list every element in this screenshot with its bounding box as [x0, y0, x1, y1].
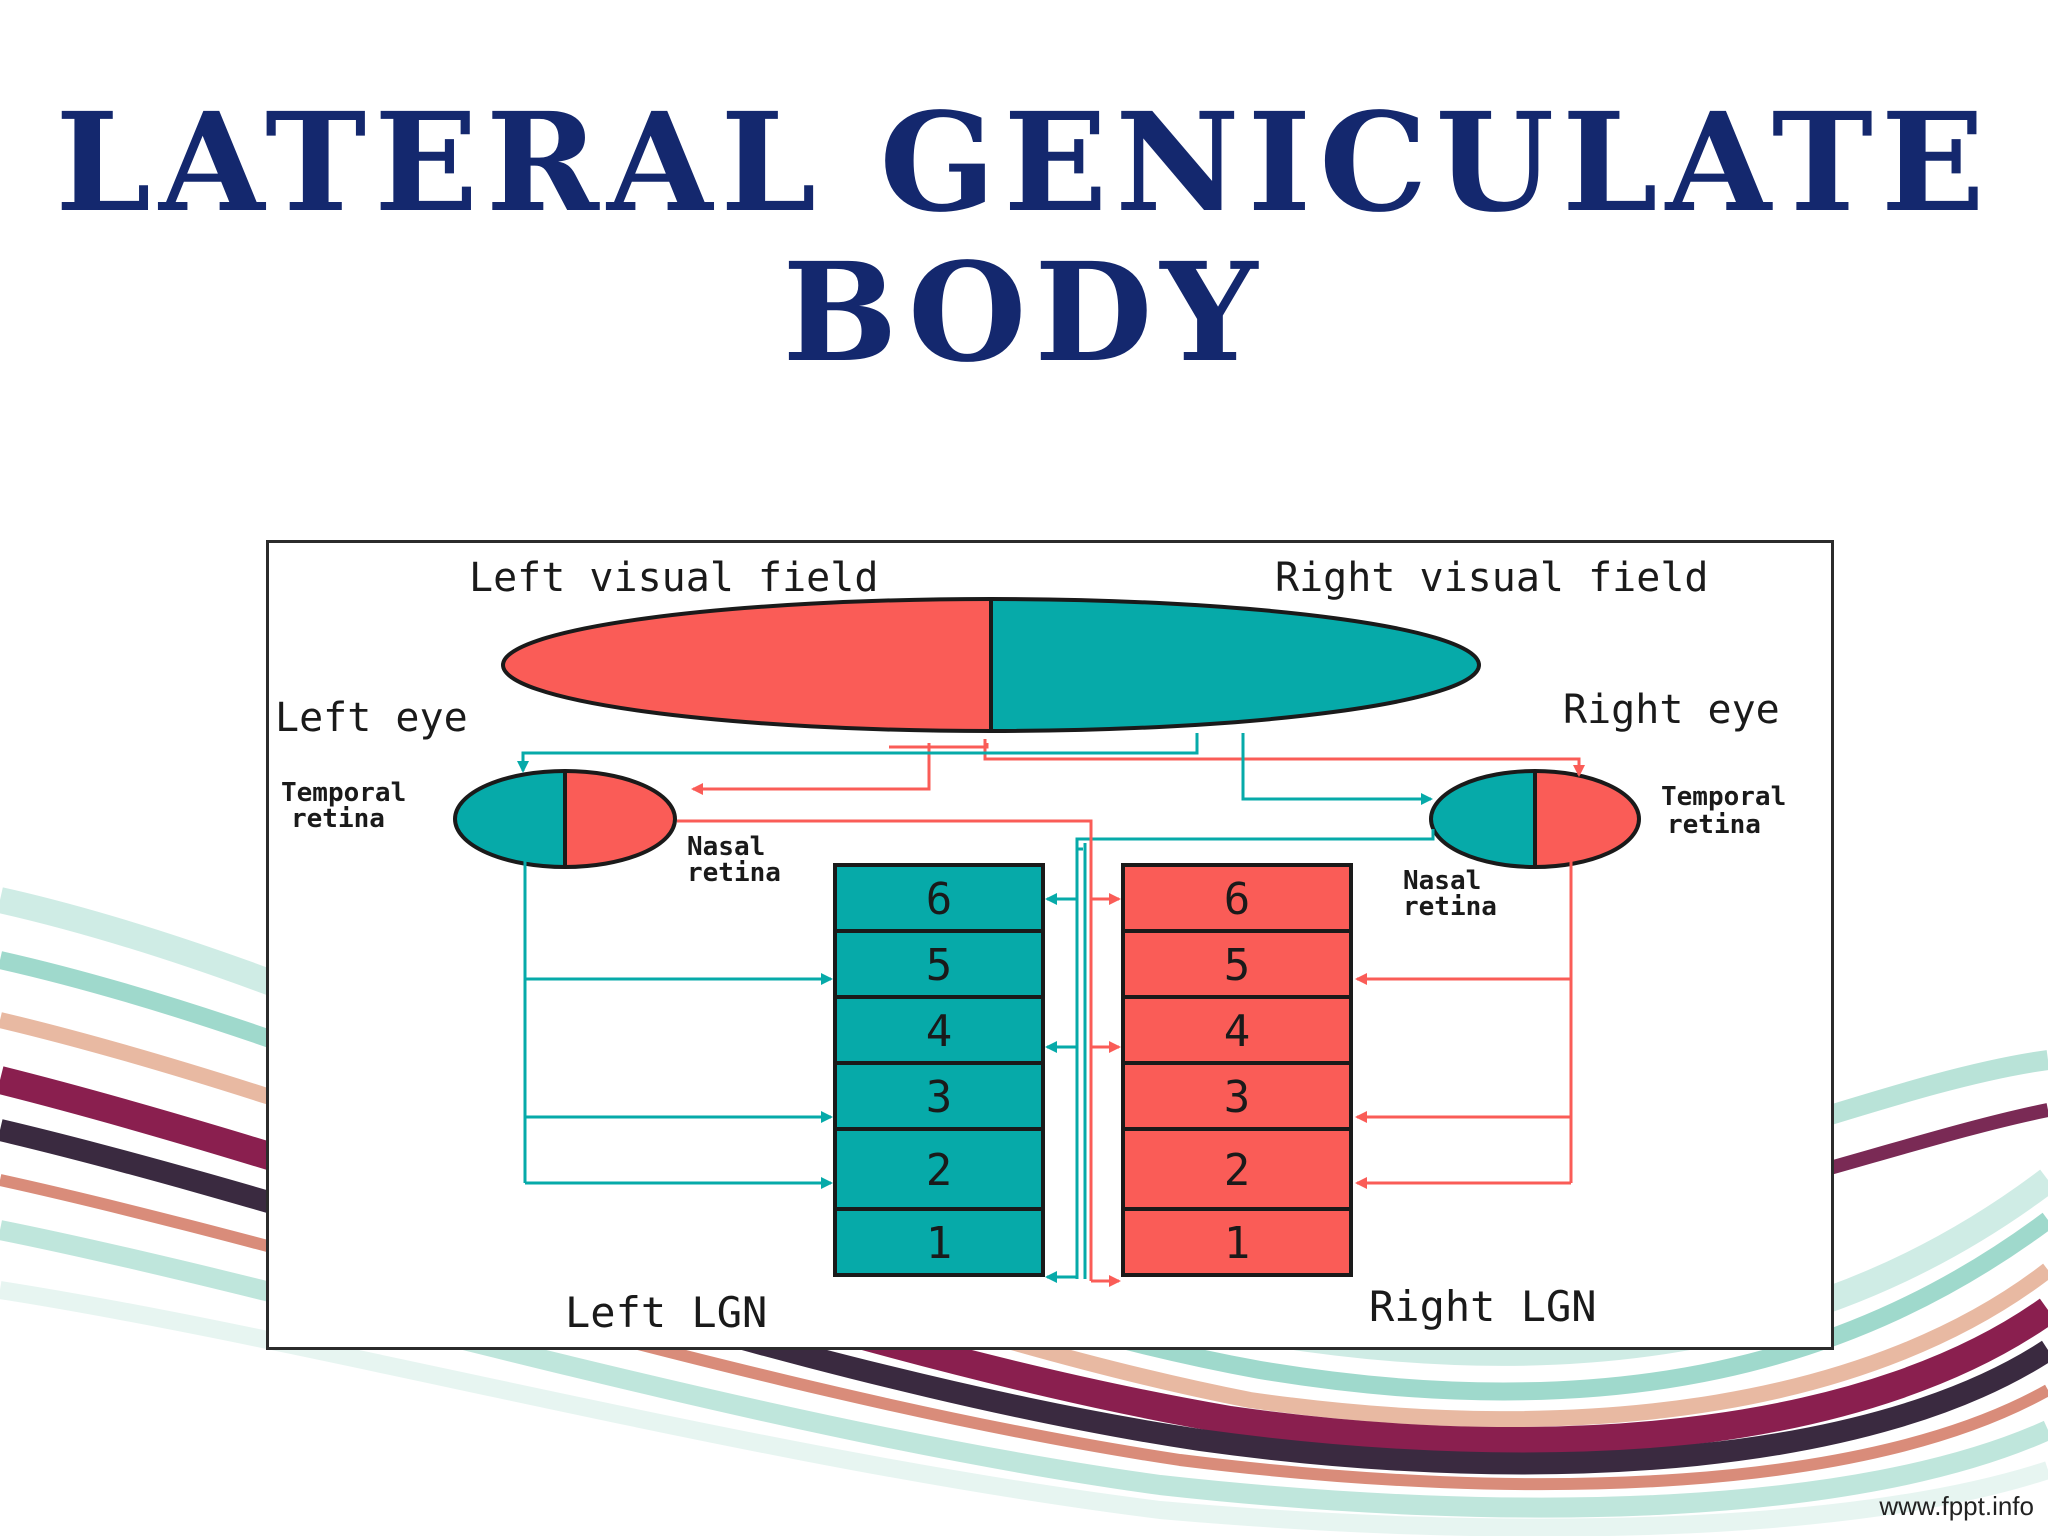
right-lgn-layer-label: 1 [1224, 1218, 1251, 1269]
right-lgn: 6 5 4 3 2 1 [1121, 863, 1353, 1277]
right-visual-field-label: Right visual field [1275, 555, 1708, 601]
footer-credit: www.fppt.info [1879, 1491, 2034, 1521]
right-lgn-layer-4 [1121, 995, 1353, 1065]
left-temporal-retina-label-1: Temporal [281, 778, 406, 808]
left-eye [453, 769, 677, 869]
right-lgn-layer-1 [1121, 1207, 1353, 1277]
right-lgn-layer-3 [1121, 1061, 1353, 1131]
left-lgn-layer-1 [833, 1207, 1045, 1277]
right-nasal-retina-label-1: Nasal [1403, 866, 1481, 896]
left-lgn-layer-label: 5 [926, 940, 953, 991]
right-temporal-retina-label-1: Temporal [1661, 782, 1786, 812]
right-temporal-retina-label-2: retina [1667, 810, 1761, 840]
right-lgn-label: Right LGN [1369, 1282, 1597, 1331]
left-lgn-layer-2 [833, 1127, 1045, 1211]
title-line-1: LATERAL GENICULATE [55, 83, 1993, 243]
left-temporal-retina-label-2: retina [291, 804, 385, 834]
left-lgn-layer-label: 3 [926, 1072, 953, 1123]
right-eye [1429, 769, 1641, 869]
left-nasal-retina-label-1: Nasal [687, 832, 765, 862]
left-lgn-layer-label: 6 [926, 874, 953, 925]
left-lgn-layer-4 [833, 995, 1045, 1065]
eye-to-lgn-pathways [523, 819, 1573, 1287]
right-lgn-layer-label: 4 [1224, 1006, 1251, 1057]
left-lgn-layer-label: 1 [926, 1218, 953, 1269]
right-lgn-layer-label: 5 [1224, 940, 1251, 991]
left-eye-label: Left eye [275, 695, 468, 741]
left-lgn-layer-label: 4 [926, 1006, 953, 1057]
left-lgn-label: Left LGN [565, 1288, 767, 1337]
right-lgn-layer-6 [1121, 863, 1353, 933]
left-visual-field-label: Left visual field [469, 555, 878, 601]
slide-title: LATERAL GENICULATE BODY [0, 88, 2048, 388]
right-nasal-retina-label-2: retina [1403, 892, 1497, 922]
right-lgn-layer-label: 3 [1224, 1072, 1251, 1123]
right-lgn-layer-label: 6 [1224, 874, 1251, 925]
right-eye-label: Right eye [1563, 687, 1780, 733]
right-lgn-layer-label: 2 [1224, 1145, 1251, 1196]
visual-field-ellipse [501, 597, 1481, 733]
field-to-eye-pathways [517, 733, 1585, 805]
right-lgn-layer-5 [1121, 929, 1353, 999]
left-nasal-retina-label-2: retina [687, 858, 781, 888]
left-lgn: 6 5 4 3 2 1 [833, 863, 1045, 1277]
title-line-2: BODY [782, 233, 1266, 393]
right-lgn-layer-2 [1121, 1127, 1353, 1211]
left-lgn-layer-6 [833, 863, 1045, 933]
left-lgn-layer-5 [833, 929, 1045, 999]
lgn-diagram: Left visual field Right visual field Lef… [266, 540, 1834, 1350]
left-lgn-layer-label: 2 [926, 1145, 953, 1196]
